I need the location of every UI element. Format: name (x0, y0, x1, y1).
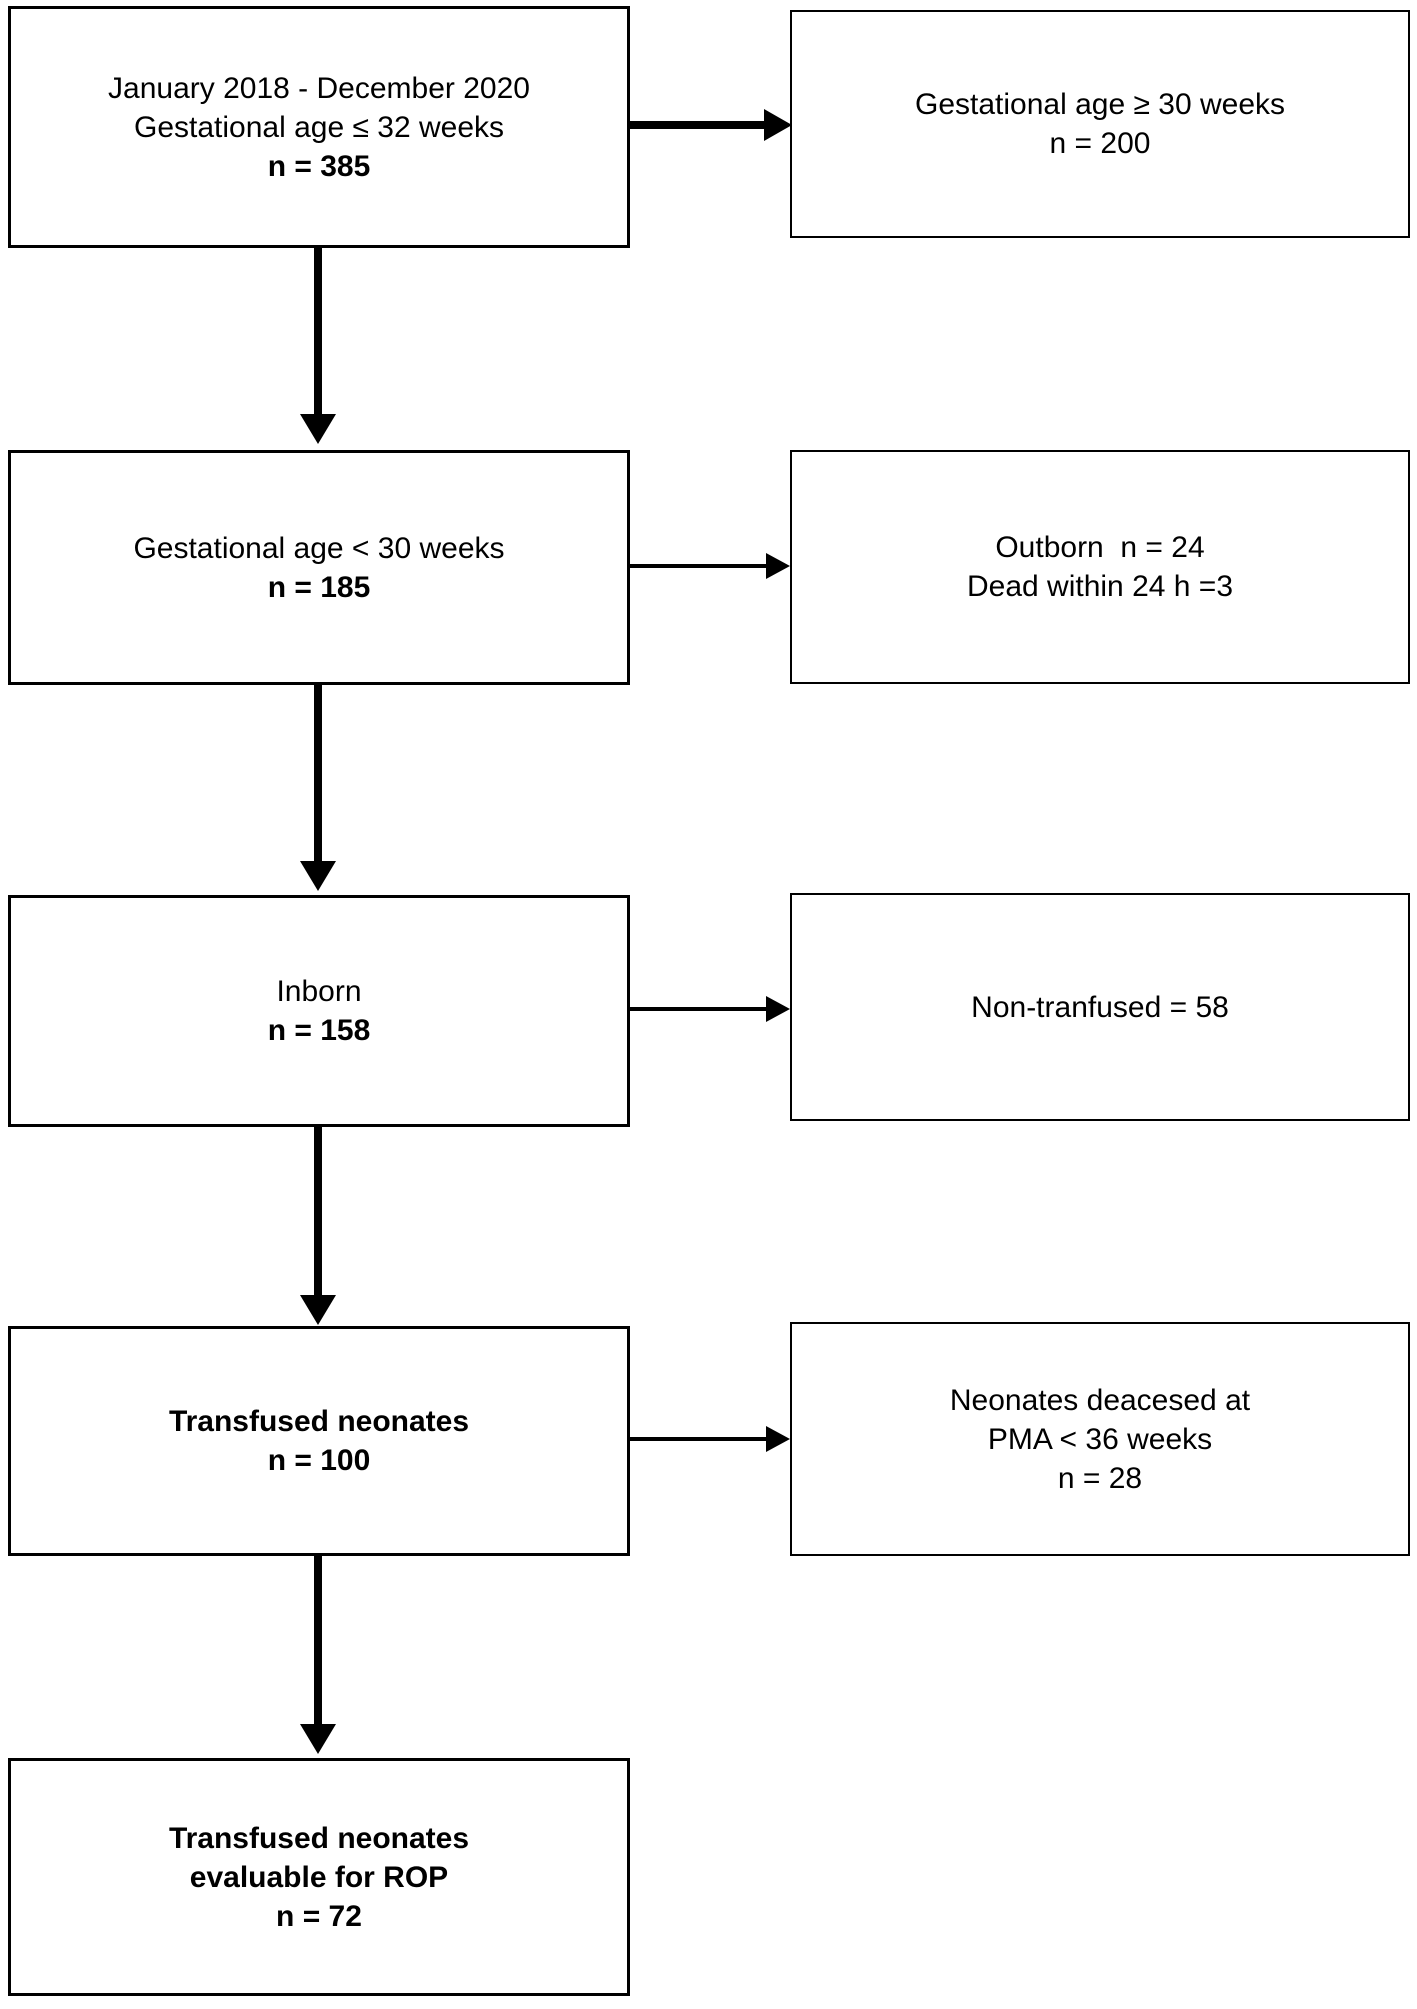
arrowhead-ga-under-30-to-inborn (300, 861, 336, 891)
arrowhead-transfused-to-evaluable-rop (300, 1724, 336, 1754)
node-excluded-deceased-line-2: PMA < 36 weeks (987, 1422, 1213, 1456)
node-excluded-non-transfused: Non-tranfused = 58 (790, 893, 1410, 1121)
node-ga-under-30: Gestational age < 30 weeks n = 185 (8, 450, 630, 685)
edge-transfused-to-evaluable-rop (314, 1556, 322, 1728)
node-excluded-deceased-line-1: Neonates deacesed at (949, 1383, 1251, 1417)
node-ga-under-30-line-1: Gestational age < 30 weeks (133, 531, 505, 565)
node-evaluable-rop-line-2: evaluable for ROP (189, 1860, 449, 1894)
node-evaluable-rop-line-1: Transfused neonates (168, 1821, 470, 1855)
node-excluded-deceased: Neonates deacesed at PMA < 36 weeks n = … (790, 1322, 1410, 1556)
node-excluded-outborn-dead-line-1: Outborn n = 24 (995, 531, 1205, 564)
node-ga-under-30-line-2: n = 185 (267, 570, 371, 604)
node-excluded-non-transfused-line-1: Non-tranfused = 58 (971, 990, 1229, 1024)
node-inborn-line-2: n = 158 (267, 1014, 371, 1047)
edge-enrollment-to-excluded-ga30 (630, 121, 770, 129)
arrowhead-inborn-to-excluded-non-transfused (766, 996, 790, 1022)
edge-inborn-to-excluded-non-transfused (630, 1007, 776, 1011)
node-enrollment-line-1: January 2018 - December 2020 (108, 71, 530, 105)
edge-enrollment-to-ga-under-30 (314, 248, 322, 418)
node-excluded-ga-30-line-1: Gestational age ≥ 30 weeks (914, 88, 1286, 121)
node-transfused-line-2: n = 100 (267, 1444, 371, 1477)
node-enrollment: January 2018 - December 2020 Gestational… (8, 6, 630, 248)
edge-ga-under-30-to-excluded-outborn (630, 564, 776, 568)
node-inborn-line-1: Inborn (276, 975, 362, 1008)
node-enrollment-line-2: Gestational age ≤ 32 weeks (133, 110, 505, 144)
node-transfused-line-1: Transfused neonates (168, 1405, 470, 1438)
node-inborn: Inborn n = 158 (8, 895, 630, 1127)
node-excluded-outborn-dead-line-2: Dead within 24 h =3 (966, 570, 1233, 603)
arrowhead-ga-under-30-to-excluded-outborn (766, 553, 790, 579)
node-excluded-ga-30-line-2: n = 200 (1049, 127, 1151, 160)
edge-inborn-to-transfused (314, 1127, 322, 1299)
arrowhead-inborn-to-transfused (300, 1295, 336, 1325)
node-excluded-ga-30: Gestational age ≥ 30 weeks n = 200 (790, 10, 1410, 238)
node-excluded-deceased-line-3: n = 28 (1057, 1461, 1143, 1495)
arrowhead-enrollment-to-excluded-ga30 (764, 109, 792, 141)
arrowhead-enrollment-to-ga-under-30 (300, 414, 336, 444)
edge-ga-under-30-to-inborn (314, 685, 322, 865)
edge-transfused-to-excluded-deceased (630, 1437, 776, 1441)
node-evaluable-rop-line-3: n = 72 (276, 1899, 362, 1933)
node-enrollment-line-3: n = 385 (267, 149, 371, 183)
node-excluded-outborn-dead: Outborn n = 24 Dead within 24 h =3 (790, 450, 1410, 684)
node-evaluable-rop: Transfused neonates evaluable for ROP n … (8, 1758, 630, 1996)
arrowhead-transfused-to-excluded-deceased (766, 1426, 790, 1452)
node-transfused: Transfused neonates n = 100 (8, 1326, 630, 1556)
